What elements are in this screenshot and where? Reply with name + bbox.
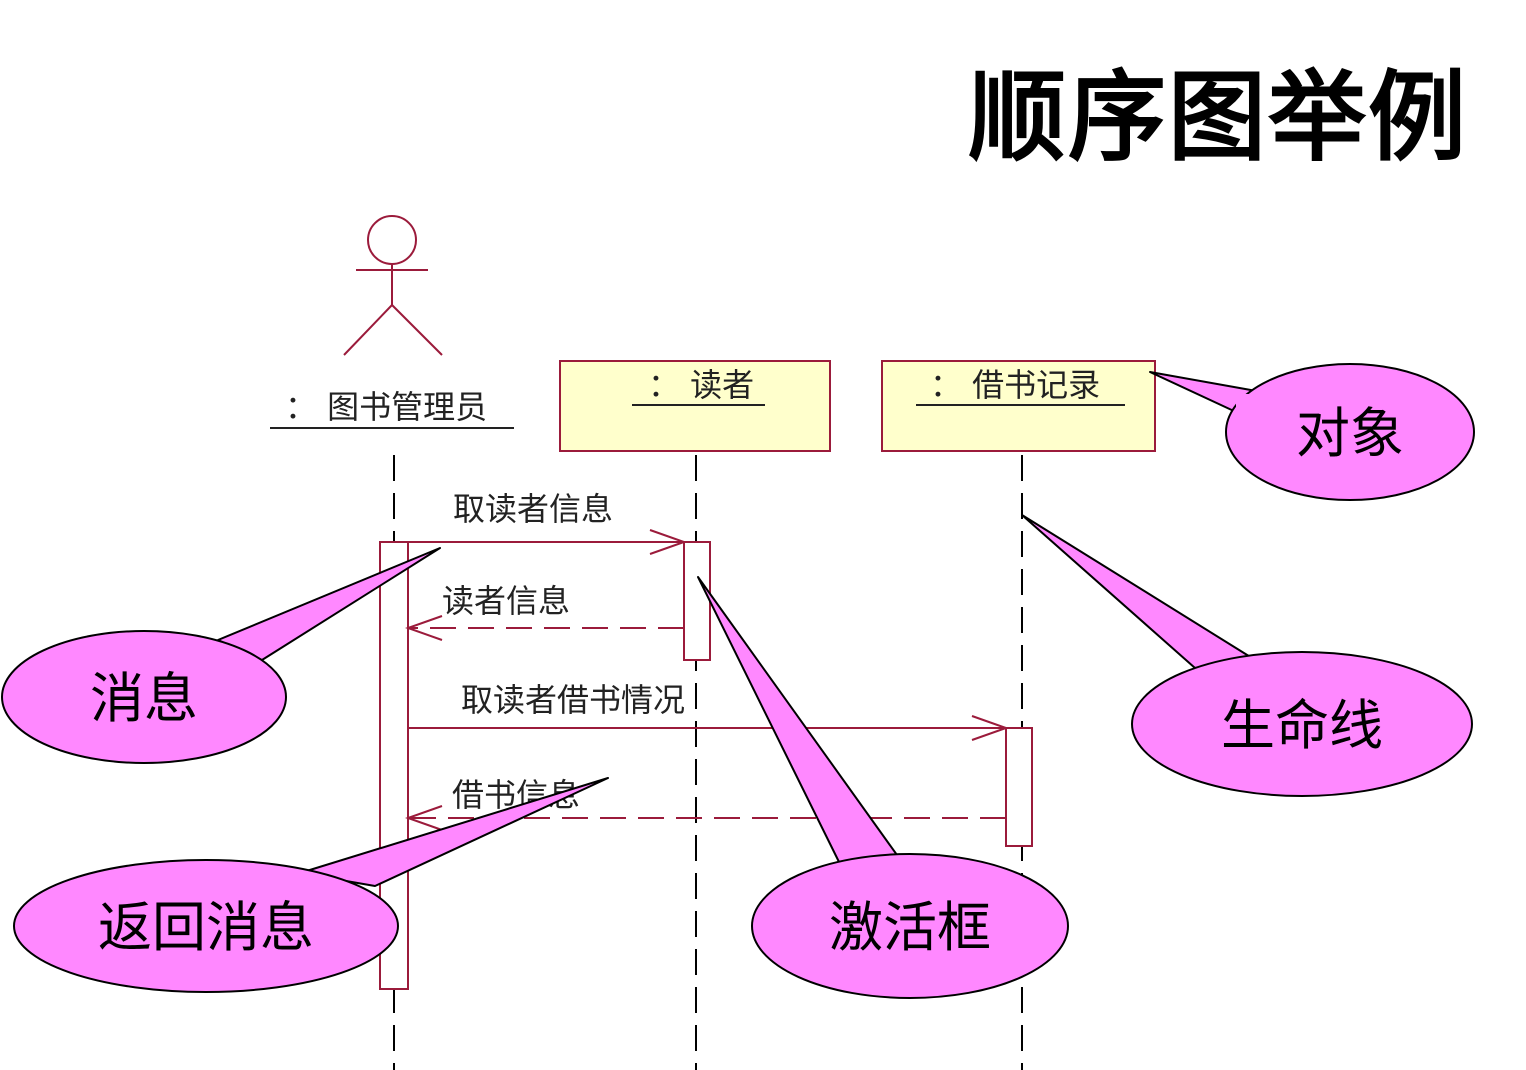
page-title: 顺序图举例 <box>967 61 1468 175</box>
callout-message: 消息 <box>1 547 441 764</box>
message-arrowhead-2 <box>404 615 443 641</box>
object-label-borrow-record: ： 借书记录 <box>930 366 1100 404</box>
callout-label-lifeline: 生命线 <box>1221 694 1383 757</box>
callout-lifeline: 生命线 <box>1021 514 1473 797</box>
object-label-reader: ： 读者 <box>648 366 754 404</box>
actor-label: ： 图书管理员 <box>285 388 487 426</box>
actor-figure <box>343 215 443 356</box>
callout-object: 对象 <box>1149 363 1475 501</box>
callout-label-activation: 激活框 <box>829 896 991 959</box>
activation-reader <box>683 541 711 661</box>
message-arrowhead-1 <box>649 529 688 555</box>
callout-label-message: 消息 <box>90 667 198 730</box>
message-label-1: 取读者信息 <box>453 490 613 528</box>
actor-head <box>367 215 417 265</box>
message-label-3: 取读者借书情况 <box>461 681 685 719</box>
callout-label-object: 对象 <box>1296 402 1404 465</box>
callout-label-return-message: 返回消息 <box>98 896 314 959</box>
activation-borrow-record <box>1005 727 1033 847</box>
message-label-2: 读者信息 <box>442 582 570 620</box>
message-arrowhead-4 <box>404 805 443 831</box>
callout-activation: 激活框 <box>697 576 1069 999</box>
message-arrowhead-3 <box>971 715 1010 741</box>
callout-return-message: 返回消息 <box>13 777 609 993</box>
